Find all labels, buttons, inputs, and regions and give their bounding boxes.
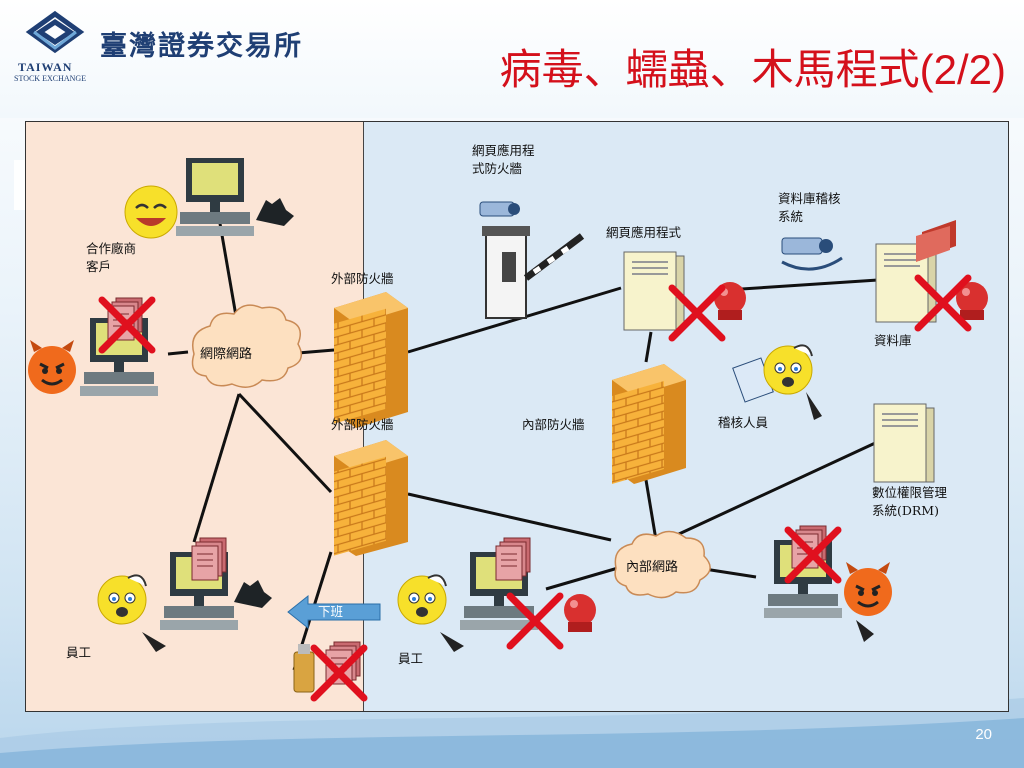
external-firewall-bottom-icon bbox=[334, 440, 408, 556]
label-drm-1: 數位權限管理 bbox=[872, 485, 948, 500]
worried-face-icon bbox=[397, 574, 447, 625]
drm-server-icon bbox=[873, 403, 935, 483]
db-audit-camera-icon bbox=[781, 237, 843, 271]
label-external-firewall-top: 外部防火牆 bbox=[331, 271, 394, 286]
brand-name-en: TAIWAN bbox=[18, 60, 73, 74]
label-partner: 合作廠商 bbox=[86, 241, 137, 256]
label-intranet: 內部網路 bbox=[626, 560, 679, 575]
files-icon bbox=[191, 537, 227, 581]
partner-computer-icon bbox=[176, 158, 254, 236]
brand-name: 臺灣證券交易所 bbox=[100, 31, 303, 62]
usb-drive-icon bbox=[293, 644, 315, 693]
side-accent bbox=[14, 160, 26, 210]
label-drm-2: 系統(DRM) bbox=[872, 503, 939, 518]
files-icon bbox=[495, 537, 531, 581]
bottom-swoosh bbox=[0, 698, 1024, 768]
page-number: 20 bbox=[975, 726, 992, 743]
diagram-frame: 合作廠商 客戶 網際網路 外部防火牆 外部防火牆 網頁應用程 式防火牆 網頁應用… bbox=[25, 121, 1009, 712]
label-partner-2: 客戶 bbox=[86, 259, 112, 274]
folder-icon bbox=[916, 220, 956, 262]
label-db-audit-2: 系統 bbox=[778, 209, 804, 224]
internal-firewall-icon bbox=[612, 364, 686, 484]
worried-face-icon bbox=[97, 574, 147, 625]
external-firewall-top-icon bbox=[334, 292, 408, 428]
offwork-arrow-icon bbox=[287, 594, 381, 630]
twse-logo-icon bbox=[25, 10, 85, 54]
label-internal-firewall: 內部防火牆 bbox=[522, 417, 585, 432]
alarm-bell-icon bbox=[564, 594, 596, 632]
label-external-firewall-bottom: 外部防火牆 bbox=[331, 417, 394, 432]
hand-mouse-icon bbox=[234, 580, 272, 608]
label-database: 資料庫 bbox=[874, 333, 912, 348]
label-db-audit-1: 資料庫稽核 bbox=[778, 191, 841, 206]
network-diagram bbox=[26, 158, 988, 711]
label-auditor: 稽核人員 bbox=[718, 415, 769, 430]
devil-face-icon bbox=[842, 560, 894, 618]
label-internet: 網際網路 bbox=[200, 347, 253, 362]
header-band bbox=[0, 0, 1024, 118]
intranet-cloud-icon bbox=[614, 530, 711, 599]
label-employee-middle: 員工 bbox=[398, 651, 424, 666]
slide-title-number: (2/2) bbox=[919, 46, 1006, 93]
happy-face-icon bbox=[124, 185, 178, 239]
security-camera-icon bbox=[479, 201, 520, 217]
label-web-firewall-2: 式防火牆 bbox=[472, 161, 523, 176]
label-web-app: 網頁應用程式 bbox=[606, 225, 682, 240]
slide-title: 病毒、蠕蟲、木馬程式(2/2) bbox=[500, 36, 1006, 97]
slide-title-text: 病毒、蠕蟲、木馬程式 bbox=[499, 45, 920, 94]
hand-mouse-icon bbox=[256, 198, 294, 226]
label-web-firewall-1: 網頁應用程 bbox=[472, 143, 535, 158]
label-employee-left: 員工 bbox=[66, 645, 92, 660]
devil-face-icon bbox=[26, 338, 78, 396]
guard-booth-icon bbox=[482, 226, 585, 319]
internet-cloud-icon bbox=[191, 304, 303, 388]
auditor-icon bbox=[732, 344, 822, 420]
brand-name-en-sub: STOCK EXCHANGE bbox=[14, 74, 87, 83]
label-offwork: 下班 bbox=[318, 604, 344, 619]
